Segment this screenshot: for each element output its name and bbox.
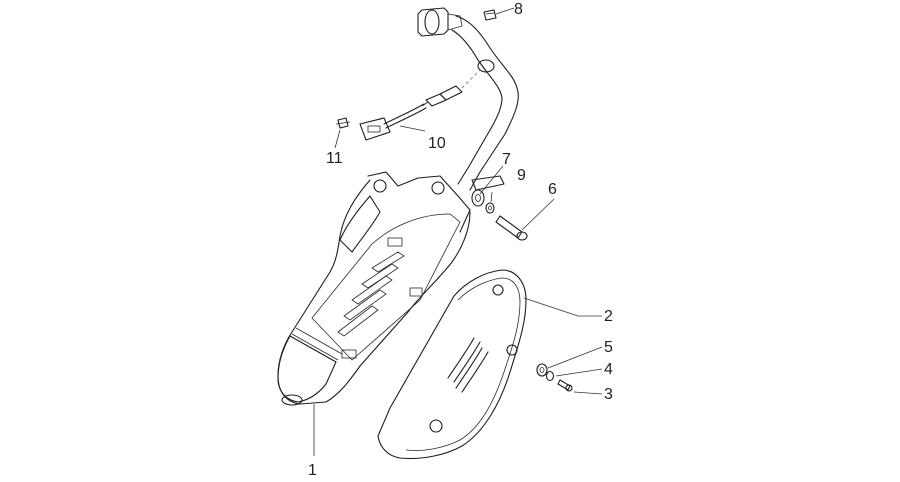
label-part-1: 1 — [308, 462, 317, 479]
lambda-sensor-part-10 — [359, 69, 481, 141]
label-part-11: 11 — [326, 150, 343, 167]
leader-lines — [313, 7, 603, 456]
heat-shield-part-2 — [377, 269, 527, 459]
screw-part-3 — [557, 379, 573, 392]
label-part-8: 8 — [514, 1, 523, 18]
washer-part-9 — [485, 202, 495, 214]
label-part-6: 6 — [548, 181, 557, 198]
exhaust-pipe — [417, 7, 519, 191]
label-part-10: 10 — [428, 135, 446, 152]
clip-part-11 — [335, 117, 351, 129]
part-labels: 1 2 3 4 5 6 7 8 9 10 11 — [308, 1, 613, 479]
nut-part-5 — [536, 363, 548, 377]
label-part-2: 2 — [604, 308, 613, 325]
label-part-4: 4 — [604, 361, 613, 378]
label-part-3: 3 — [604, 386, 613, 403]
bolt-part-6 — [495, 215, 528, 241]
washer-part-4 — [545, 370, 555, 382]
muffler-part-1 — [277, 171, 471, 406]
label-part-9: 9 — [517, 167, 526, 184]
clip-part-8 — [483, 9, 497, 21]
washer-part-7 — [471, 189, 485, 207]
label-part-7: 7 — [502, 151, 511, 168]
label-part-5: 5 — [604, 339, 613, 356]
